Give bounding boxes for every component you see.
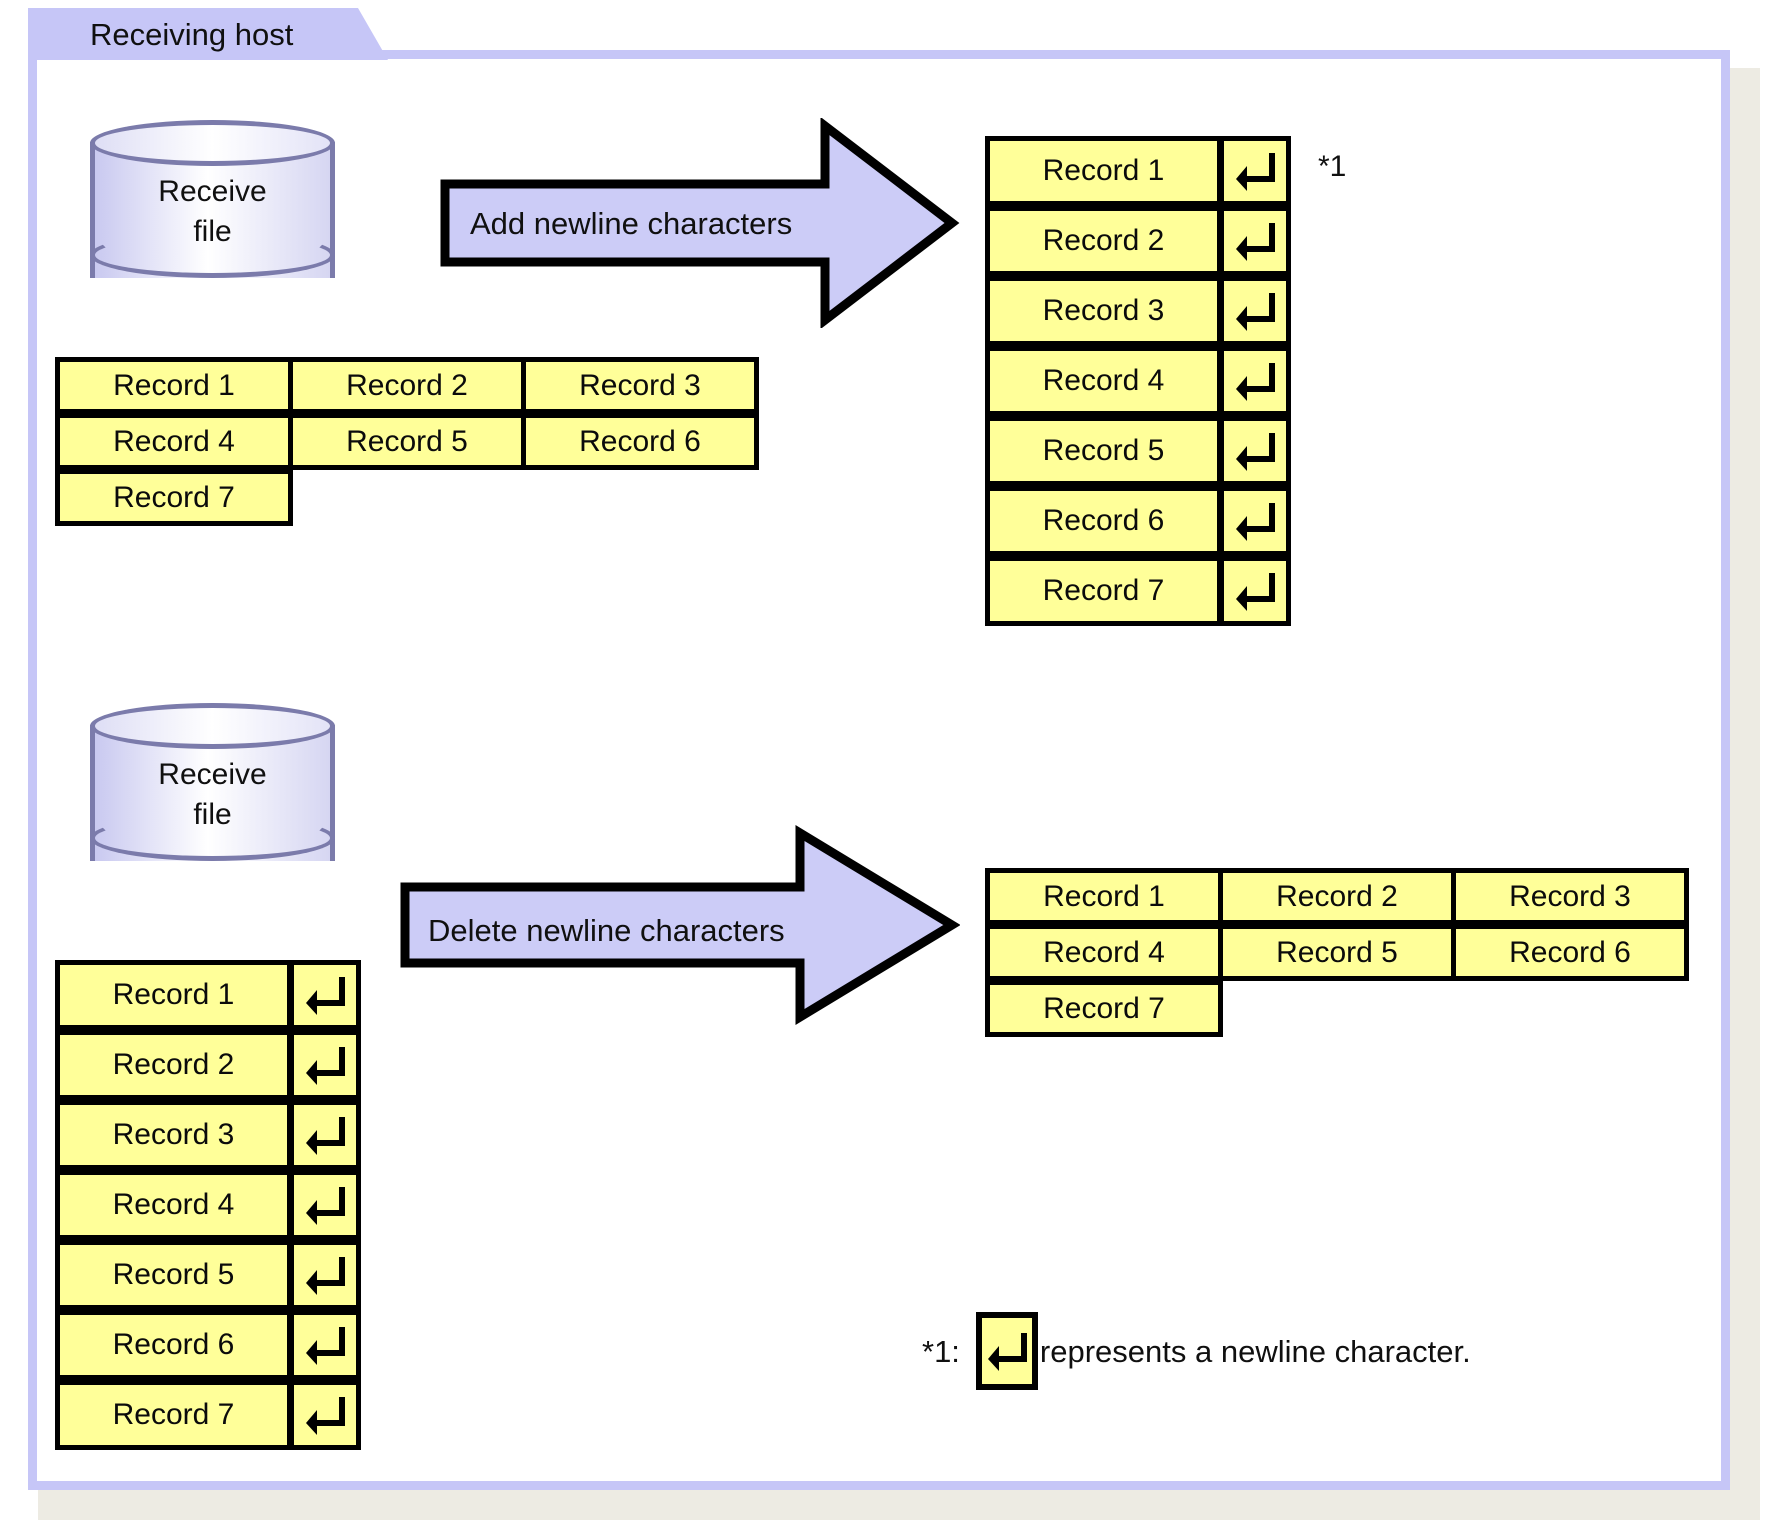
list-item: Record 3 bbox=[55, 1100, 292, 1170]
cylinder-label-line1: Receive bbox=[158, 175, 267, 208]
newline-return-icon bbox=[1219, 276, 1291, 346]
newline-return-icon bbox=[289, 960, 361, 1030]
newline-return-glyph bbox=[1236, 223, 1275, 261]
list-item: Record 7 bbox=[55, 1380, 292, 1450]
list-item: Record 2 bbox=[985, 206, 1222, 276]
newline-return-icon bbox=[289, 1030, 361, 1100]
newline-return-glyph bbox=[1236, 433, 1275, 471]
arrow-shape-right bbox=[400, 825, 960, 1025]
newline-return-glyph bbox=[306, 1327, 345, 1365]
newline-return-glyph bbox=[306, 977, 345, 1015]
newline-return-glyph bbox=[987, 1333, 1027, 1371]
newline-return-glyph bbox=[306, 1117, 345, 1155]
newline-return-icon bbox=[289, 1170, 361, 1240]
receive-file-cylinder-bottom: Receive file bbox=[90, 703, 335, 883]
newline-return-icon bbox=[289, 1380, 361, 1450]
legend-text: represents a newline character. bbox=[1039, 1333, 1471, 1369]
newline-return-glyph bbox=[1236, 503, 1275, 541]
list-item: Record 3 bbox=[985, 276, 1222, 346]
table-cell: Record 2 bbox=[1218, 868, 1456, 925]
newline-return-glyph bbox=[306, 1257, 345, 1295]
table-cell: Record 5 bbox=[288, 413, 526, 470]
newline-return-icon bbox=[1219, 136, 1291, 206]
list-item: Record 6 bbox=[55, 1310, 292, 1380]
cylinder-label-bottom: Receive file bbox=[90, 755, 335, 834]
newline-return-glyph bbox=[1236, 293, 1275, 331]
table-cell: Record 7 bbox=[985, 980, 1223, 1037]
legend-prefix: *1: bbox=[922, 1333, 960, 1369]
add-newline-arrow bbox=[440, 118, 960, 328]
delete-newline-arrow-label: Delete newline characters bbox=[428, 913, 785, 948]
newline-return-icon bbox=[289, 1240, 361, 1310]
newline-return-glyph bbox=[1236, 363, 1275, 401]
cylinder-label-top: Receive file bbox=[90, 172, 335, 251]
newline-return-glyph bbox=[306, 1397, 345, 1435]
list-item: Record 5 bbox=[985, 416, 1222, 486]
newline-return-glyph bbox=[1236, 153, 1275, 191]
list-item: Record 1 bbox=[985, 136, 1222, 206]
table-cell: Record 2 bbox=[288, 357, 526, 414]
receiving-host-label: Receiving host bbox=[90, 16, 294, 52]
table-cell: Record 6 bbox=[521, 413, 759, 470]
table-cell: Record 4 bbox=[55, 413, 293, 470]
newline-return-icon bbox=[1219, 486, 1291, 556]
table-cell: Record 5 bbox=[1218, 924, 1456, 981]
table-cell: Record 1 bbox=[55, 357, 293, 414]
newline-return-icon bbox=[1219, 416, 1291, 486]
footnote-ref-top: *1 bbox=[1318, 150, 1347, 183]
receiving-host-tab: Receiving host bbox=[28, 8, 388, 60]
list-item: Record 5 bbox=[55, 1240, 292, 1310]
delete-newline-arrow bbox=[400, 825, 960, 1025]
cylinder-label-line1: Receive bbox=[158, 758, 267, 791]
list-item: Record 4 bbox=[55, 1170, 292, 1240]
list-item: Record 1 bbox=[55, 960, 292, 1030]
cylinder-bottom-ellipse bbox=[90, 232, 335, 278]
cylinder-top-ellipse bbox=[90, 703, 335, 749]
cylinder-label-line2: file bbox=[193, 214, 232, 248]
table-cell: Record 1 bbox=[985, 868, 1223, 925]
table-cell: Record 6 bbox=[1451, 924, 1689, 981]
table-cell: Record 3 bbox=[521, 357, 759, 414]
list-item: Record 7 bbox=[985, 556, 1222, 626]
legend: *1: represents a newline character. bbox=[922, 1312, 1471, 1390]
table-cell: Record 4 bbox=[985, 924, 1223, 981]
cylinder-top-ellipse bbox=[90, 120, 335, 166]
table-cell: Record 3 bbox=[1451, 868, 1689, 925]
newline-return-glyph bbox=[306, 1047, 345, 1085]
list-item: Record 2 bbox=[55, 1030, 292, 1100]
list-item: Record 4 bbox=[985, 346, 1222, 416]
receive-file-cylinder-top: Receive file bbox=[90, 120, 335, 300]
newline-return-glyph bbox=[1236, 573, 1275, 611]
cylinder-bottom-ellipse bbox=[90, 815, 335, 861]
newline-return-glyph bbox=[306, 1187, 345, 1225]
newline-return-icon bbox=[1219, 346, 1291, 416]
add-newline-arrow-label: Add newline characters bbox=[470, 206, 793, 241]
newline-return-icon bbox=[1219, 556, 1291, 626]
newline-return-icon bbox=[975, 1312, 1038, 1390]
list-item: Record 6 bbox=[985, 486, 1222, 556]
newline-return-icon bbox=[1219, 206, 1291, 276]
arrow-shape-right bbox=[440, 118, 960, 328]
newline-return-icon bbox=[289, 1100, 361, 1170]
cylinder-label-line2: file bbox=[193, 797, 232, 831]
table-cell: Record 7 bbox=[55, 469, 293, 526]
newline-return-icon bbox=[289, 1310, 361, 1380]
